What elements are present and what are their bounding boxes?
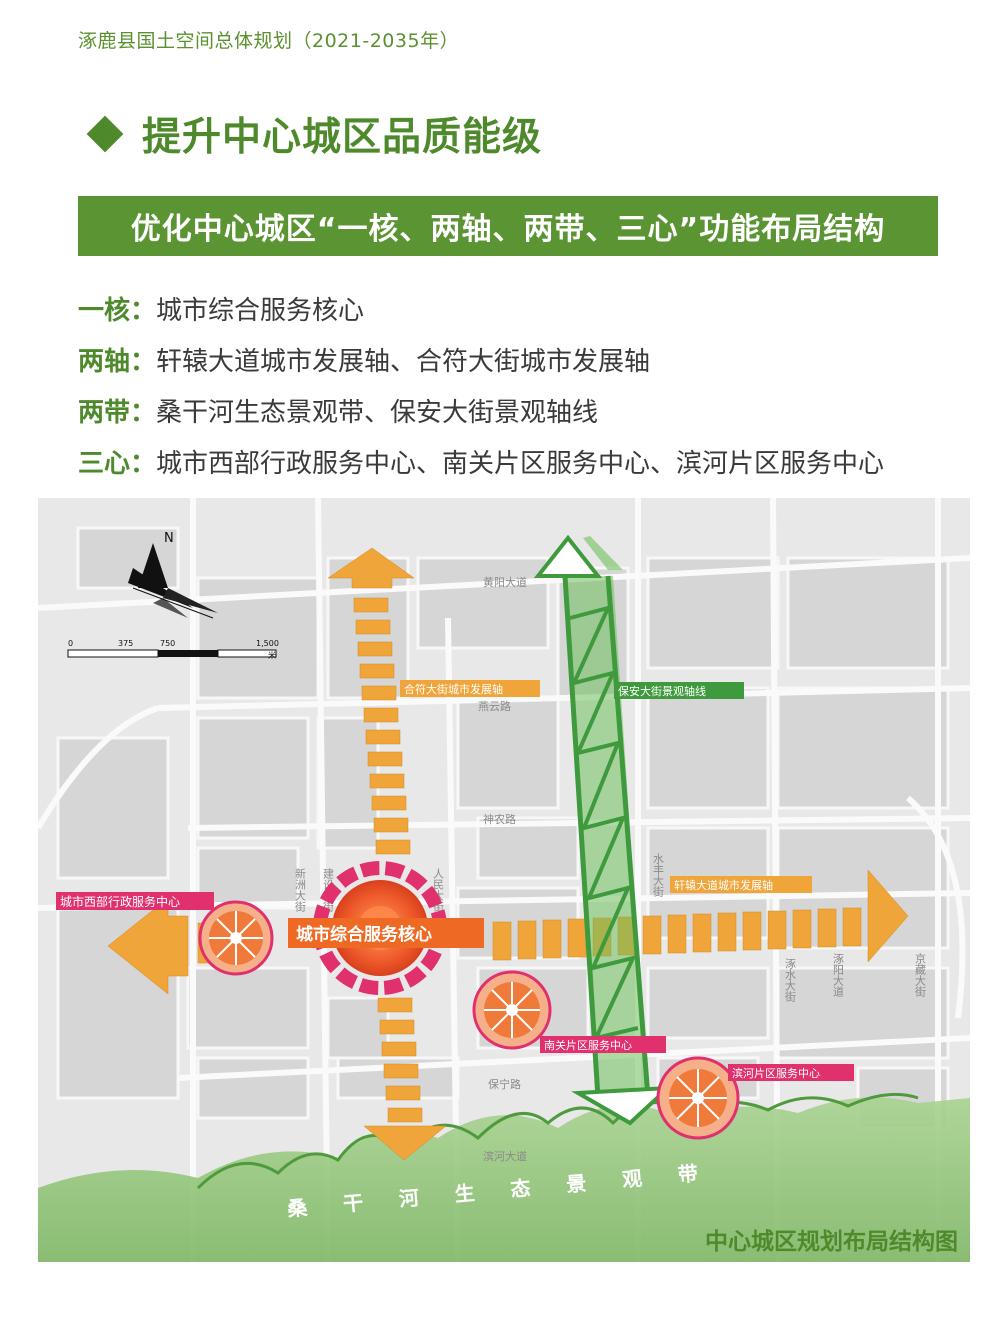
road-label: 神农路 bbox=[483, 812, 516, 826]
road-label: 黄阳大道 bbox=[483, 575, 527, 589]
nanguan-center bbox=[472, 970, 552, 1050]
definition-key: 三心： bbox=[78, 449, 157, 479]
planning-structure-map: N 0 375 750 1,500 米 黄阳大道 燕云路 神农路 保宁路 滨河大… bbox=[38, 498, 970, 1262]
definition-list: 一核： 城市综合服务核心 两轴： 轩辕大道城市发展轴、合符大街城市发展轴 两带：… bbox=[78, 283, 958, 487]
road-label: 滨河大道 bbox=[483, 1149, 527, 1163]
definition-key: 一核： bbox=[78, 296, 157, 326]
section-title: 提升中心城区品质能级 bbox=[142, 115, 543, 160]
document-header: 涿鹿县国土空间总体规划（2021-2035年） bbox=[78, 30, 460, 52]
road-label: 水丰大街 bbox=[652, 853, 665, 898]
scale-label: 0 bbox=[68, 639, 73, 648]
binhe-center bbox=[656, 1056, 740, 1140]
axis-arrowhead-east bbox=[867, 869, 909, 963]
road-label: 燕云路 bbox=[478, 700, 511, 713]
axis-arrowhead-north bbox=[327, 547, 415, 589]
road-label: 涿水大街 bbox=[784, 958, 797, 1003]
north-arrow-icon bbox=[128, 543, 218, 619]
map-title: 中心城区规划布局结构图 bbox=[705, 1229, 958, 1255]
west-admin-center bbox=[198, 900, 274, 976]
scale-bar bbox=[67, 649, 277, 658]
definition-row: 两带： 桑干河生态景观带、保安大街景观轴线 bbox=[78, 385, 958, 436]
road-label: 京藏大街 bbox=[914, 952, 927, 998]
binhe-center-label: 滨河片区服务中心 bbox=[732, 1066, 820, 1080]
road-label: 保宁路 bbox=[488, 1077, 521, 1091]
north-label: N bbox=[164, 531, 174, 546]
scale-unit: 米 bbox=[268, 650, 276, 660]
map-canvas: N 0 375 750 1,500 米 黄阳大道 燕云路 神农路 保宁路 滨河大… bbox=[38, 498, 970, 1262]
green-axis-arrowhead-north bbox=[533, 534, 603, 578]
river-belt-edge bbox=[196, 1092, 919, 1190]
definition-key: 两轴： bbox=[78, 347, 157, 377]
definition-value: 城市综合服务核心 bbox=[156, 296, 365, 326]
core-label: 城市综合服务核心 bbox=[296, 924, 432, 945]
hefu-axis-label: 合符大街城市发展轴 bbox=[404, 682, 503, 696]
road-label: 涿阳大道 bbox=[832, 953, 845, 997]
west-center-label: 城市西部行政服务中心 bbox=[60, 894, 180, 909]
axis-arrowhead-south bbox=[363, 1125, 447, 1161]
river-belt bbox=[38, 1097, 970, 1262]
definition-value: 城市西部行政服务中心、南关片区服务中心、滨河片区服务中心 bbox=[156, 449, 885, 479]
definition-key: 两带： bbox=[78, 398, 157, 428]
green-axis-arrowhead-south bbox=[571, 1085, 674, 1126]
baoan-green-axis bbox=[533, 534, 674, 1126]
nanguan-center-label: 南关片区服务中心 bbox=[544, 1038, 632, 1052]
definition-row: 两轴： 轩辕大道城市发展轴、合符大街城市发展轴 bbox=[78, 334, 958, 385]
xuanyuan-axis-label: 轩辕大道城市发展轴 bbox=[674, 878, 773, 892]
structure-banner: 优化中心城区“一核、两轴、两带、三心”功能布局结构 bbox=[78, 196, 938, 256]
definition-row: 三心： 城市西部行政服务中心、南关片区服务中心、滨河片区服务中心 bbox=[78, 436, 958, 487]
hefu-axis bbox=[327, 547, 447, 1161]
road-label: 新洲大街 bbox=[294, 867, 307, 913]
section-heading: 提升中心城区品质能级 bbox=[86, 106, 542, 162]
diamond-bullet-icon bbox=[86, 115, 124, 153]
definition-value: 轩辕大道城市发展轴、合符大街城市发展轴 bbox=[156, 347, 651, 377]
definition-row: 一核： 城市综合服务核心 bbox=[78, 283, 958, 334]
scale-label: 375 bbox=[118, 639, 133, 648]
baoan-axis-label: 保安大街景观轴线 bbox=[618, 684, 706, 698]
scale-label: 750 bbox=[160, 639, 175, 648]
scale-label: 1,500 bbox=[256, 639, 279, 648]
definition-value: 桑干河生态景观带、保安大街景观轴线 bbox=[156, 398, 599, 428]
